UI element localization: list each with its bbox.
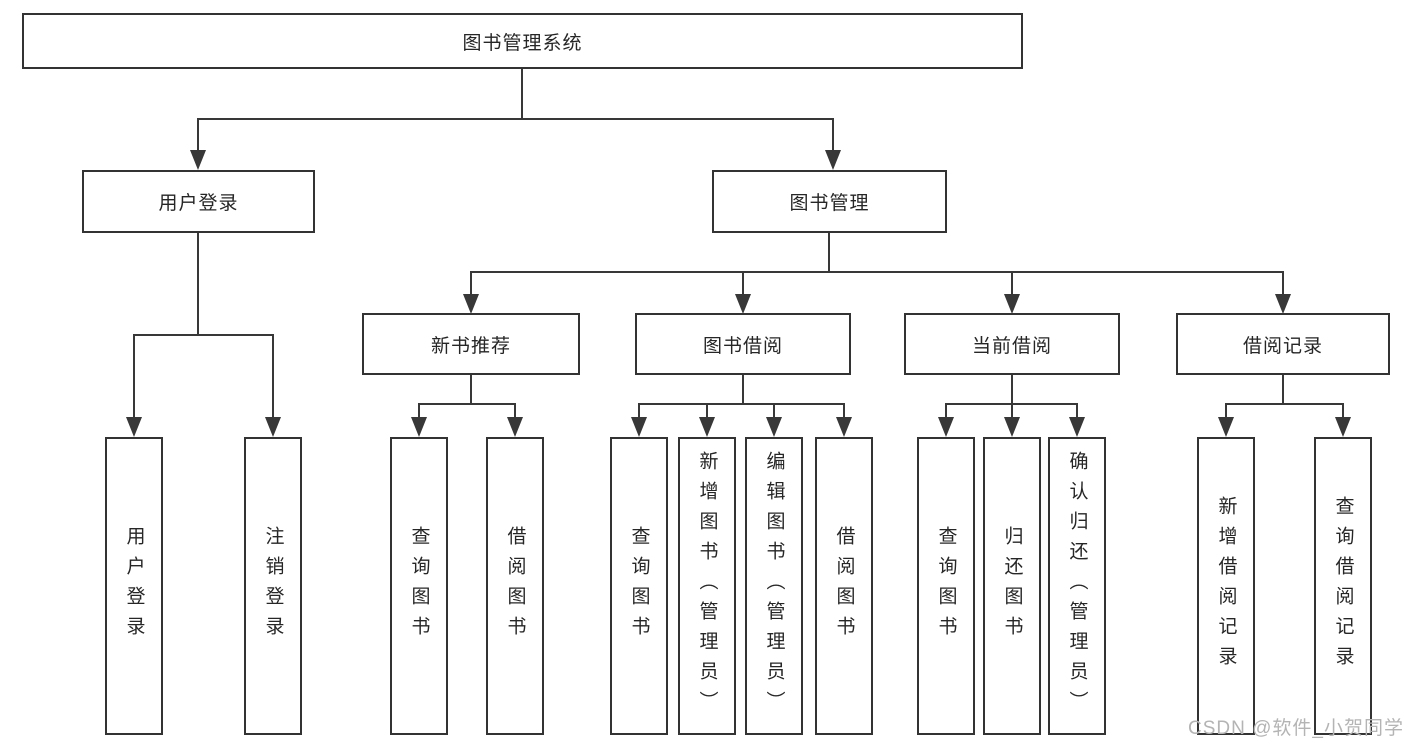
connector-line xyxy=(1011,271,1013,296)
node-book-management: 图书管理 xyxy=(712,170,947,233)
arrowhead-down-icon xyxy=(411,417,427,437)
leaf-label: 查询图书 xyxy=(408,526,430,646)
connector-line xyxy=(773,403,775,419)
connector-line xyxy=(133,334,135,418)
connector-line xyxy=(832,118,834,152)
leaf-label: 编辑图书（管理员） xyxy=(763,451,785,721)
arrowhead-down-icon xyxy=(1275,294,1291,314)
leaf-label: 借阅图书 xyxy=(833,526,855,646)
connector-line xyxy=(1342,403,1344,419)
arrowhead-down-icon xyxy=(1218,417,1234,437)
connector-line xyxy=(418,403,516,405)
arrowhead-down-icon xyxy=(938,417,954,437)
leaf-return-books: 归还图书 xyxy=(983,437,1041,735)
connector-line xyxy=(638,403,640,419)
connector-line xyxy=(1225,403,1343,405)
connector-line xyxy=(1225,403,1227,419)
connector-line xyxy=(945,403,947,419)
leaf-query-books-recommend: 查询图书 xyxy=(390,437,448,735)
connector-line xyxy=(828,233,830,273)
connector-line xyxy=(706,403,708,419)
connector-line xyxy=(1076,403,1078,419)
arrowhead-down-icon xyxy=(735,294,751,314)
leaf-label: 新增图书（管理员） xyxy=(696,451,718,721)
arrowhead-down-icon xyxy=(766,417,782,437)
connector-line xyxy=(197,118,834,120)
arrowhead-down-icon xyxy=(1069,417,1085,437)
connector-line xyxy=(638,403,845,405)
connector-line xyxy=(470,271,472,296)
connector-line xyxy=(272,334,274,418)
connector-line xyxy=(843,403,845,419)
arrowhead-down-icon xyxy=(1335,417,1351,437)
connector-line xyxy=(197,233,199,335)
leaf-query-books-current: 查询图书 xyxy=(917,437,975,735)
node-borrowing-records: 借阅记录 xyxy=(1176,313,1390,375)
arrowhead-down-icon xyxy=(825,150,841,170)
node-library-management-system: 图书管理系统 xyxy=(22,13,1023,69)
arrowhead-down-icon xyxy=(507,417,523,437)
connector-line xyxy=(1011,375,1013,405)
leaf-label: 归还图书 xyxy=(1001,526,1023,646)
connector-line xyxy=(133,334,274,336)
leaf-confirm-return-admin: 确认归还（管理员） xyxy=(1048,437,1106,735)
connector-line xyxy=(521,69,523,119)
connector-line xyxy=(1282,375,1284,405)
leaf-label: 借阅图书 xyxy=(504,526,526,646)
arrowhead-down-icon xyxy=(699,417,715,437)
leaf-label: 新增借阅记录 xyxy=(1215,496,1237,676)
arrowhead-down-icon xyxy=(126,417,142,437)
arrowhead-down-icon xyxy=(1004,417,1020,437)
connector-line xyxy=(197,118,199,152)
leaf-logout: 注销登录 xyxy=(244,437,302,735)
connector-line xyxy=(1282,271,1284,296)
connector-line xyxy=(1011,403,1013,419)
connector-line xyxy=(514,403,516,419)
leaf-label: 查询图书 xyxy=(935,526,957,646)
connector-line xyxy=(742,271,744,296)
arrowhead-down-icon xyxy=(463,294,479,314)
node-user-login: 用户登录 xyxy=(82,170,315,233)
leaf-label: 注销登录 xyxy=(262,526,284,646)
leaf-add-books-admin: 新增图书（管理员） xyxy=(678,437,736,735)
arrowhead-down-icon xyxy=(1004,294,1020,314)
leaf-label: 确认归还（管理员） xyxy=(1066,451,1088,721)
leaf-borrow-books-recommend: 借阅图书 xyxy=(486,437,544,735)
connector-line xyxy=(470,375,472,405)
leaf-label: 查询借阅记录 xyxy=(1332,496,1354,676)
leaf-edit-books-admin: 编辑图书（管理员） xyxy=(745,437,803,735)
leaf-user-login: 用户登录 xyxy=(105,437,163,735)
arrowhead-down-icon xyxy=(265,417,281,437)
connector-line xyxy=(418,403,420,419)
leaf-label: 查询图书 xyxy=(628,526,650,646)
csdn-watermark: CSDN @软件_小贺同学 xyxy=(1188,718,1404,739)
node-book-borrowing: 图书借阅 xyxy=(635,313,851,375)
arrowhead-down-icon xyxy=(631,417,647,437)
leaf-query-books-borrowing: 查询图书 xyxy=(610,437,668,735)
leaf-query-borrow-record: 查询借阅记录 xyxy=(1314,437,1372,735)
leaf-borrow-books: 借阅图书 xyxy=(815,437,873,735)
leaf-label: 用户登录 xyxy=(123,526,145,646)
node-new-book-recommendation: 新书推荐 xyxy=(362,313,580,375)
node-current-borrowing: 当前借阅 xyxy=(904,313,1120,375)
connector-line xyxy=(470,271,1284,273)
arrowhead-down-icon xyxy=(836,417,852,437)
leaf-add-borrow-record: 新增借阅记录 xyxy=(1197,437,1255,735)
arrowhead-down-icon xyxy=(190,150,206,170)
connector-line xyxy=(742,375,744,405)
